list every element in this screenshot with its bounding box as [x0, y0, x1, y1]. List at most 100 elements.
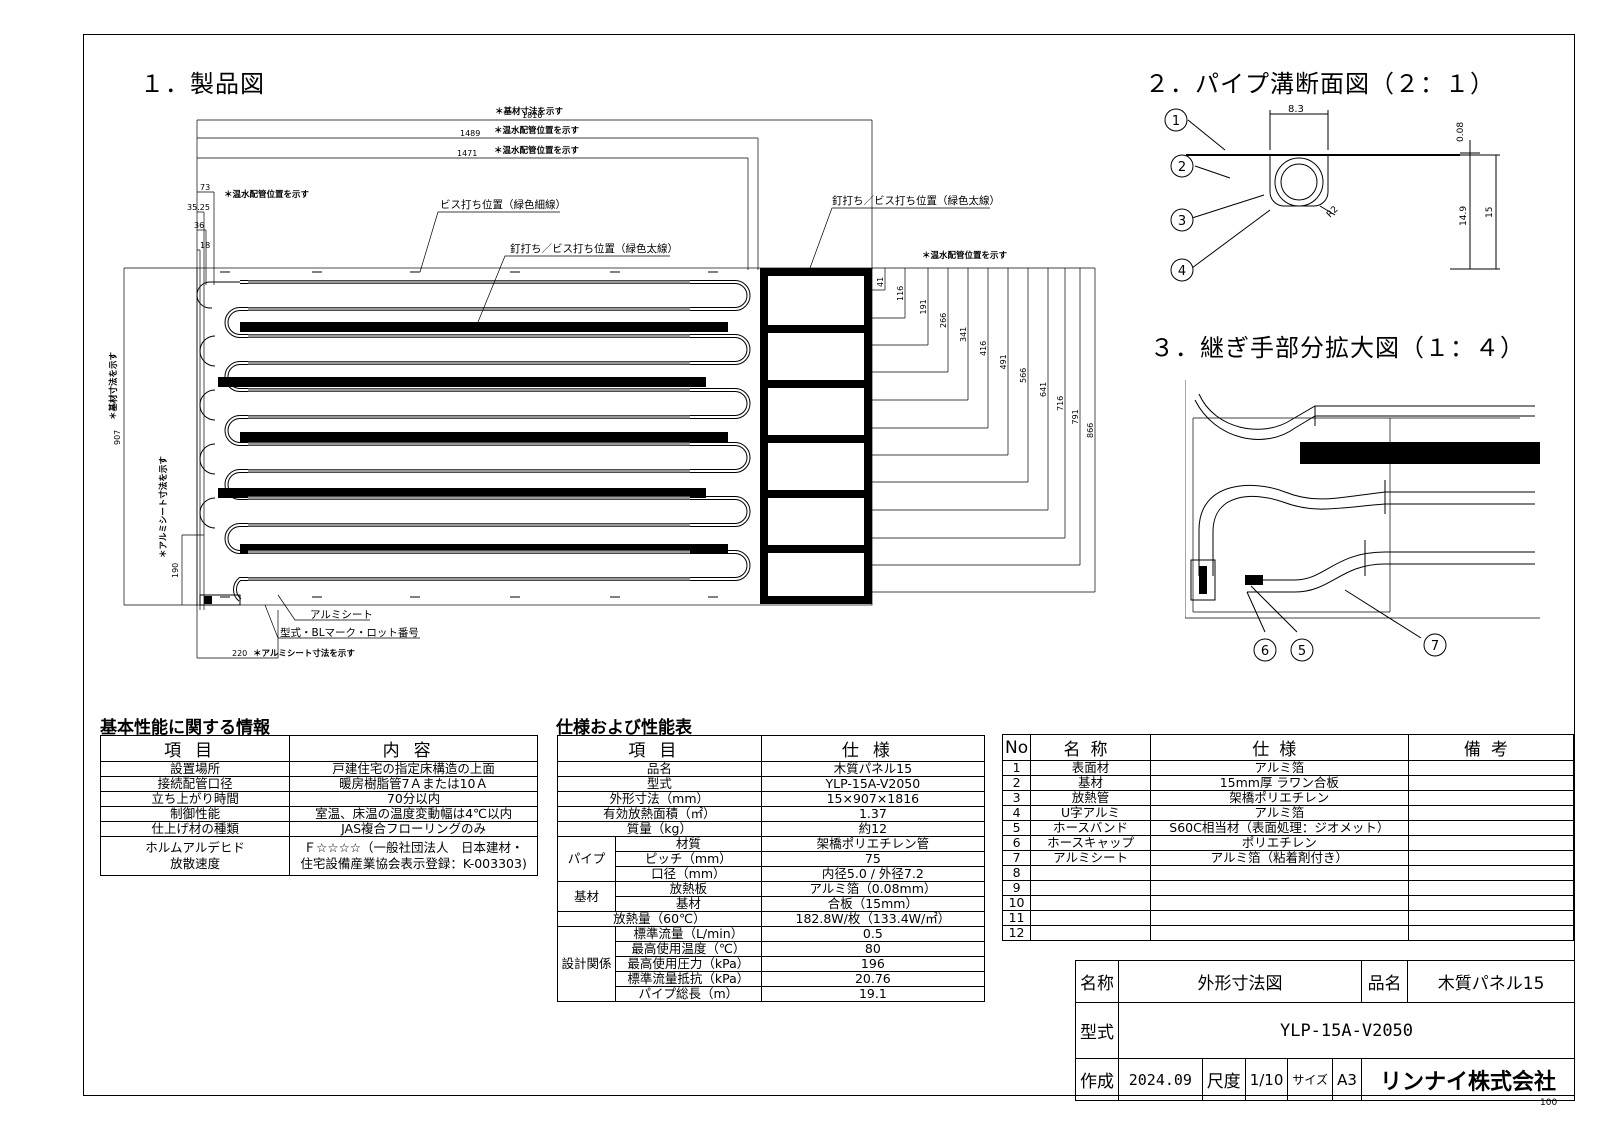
table-row: 最高使用温度（℃）80	[558, 941, 986, 957]
table-row: パイプ総長（m）19.1	[558, 986, 986, 1002]
dim-right-191: 191	[919, 299, 928, 314]
dim-190: 190	[171, 563, 180, 578]
pipe-dim-radius: R2	[1325, 205, 1341, 221]
title-product-value: 木質パネル15	[1407, 960, 1575, 1003]
table-row: 質量（kg）約12	[557, 821, 986, 837]
title-product-label: 品名	[1360, 960, 1409, 1003]
dim-right-866: 866	[1086, 423, 1095, 438]
product-drawing: 1816 ＊基材寸法を示す 1489 ＊温水配管位置を示す 1471 ＊温水配管…	[108, 106, 1096, 659]
title-type-value: YLP-15A-V2050	[1118, 1002, 1575, 1059]
callout-4: 4	[1178, 264, 1186, 279]
dim-35-25: 35.25	[187, 203, 210, 212]
table-row: 最高使用圧力（kPa）196	[558, 956, 986, 972]
dim-190-note: ＊アルミシート寸法を示す	[158, 456, 169, 558]
dim-73: 73	[200, 183, 210, 192]
callout-3: 3	[1178, 214, 1186, 229]
label-type-mark: 型式・BLマーク・ロット番号	[280, 626, 419, 639]
dim-right-791: 791	[1071, 409, 1080, 424]
dim-right-716: 716	[1056, 396, 1065, 411]
table-row: 接続配管口径暖房樹脂管7Ａまたは10Ａ	[99, 776, 538, 792]
basic-perf-title: 基本性能に関する情報	[100, 718, 270, 738]
dim-right-416: 416	[979, 341, 988, 356]
dim-right-566: 566	[1019, 368, 1028, 383]
title-type-label: 型式	[1075, 1002, 1119, 1059]
dim-right-266: 266	[939, 313, 948, 328]
basic-perf-header-item: 項目	[99, 735, 291, 762]
table-row: 12	[1001, 925, 1575, 941]
label-nail-thick-right: 釘打ち／ビス打ち位置（緑色太線）	[832, 194, 1000, 207]
callout-6: 6	[1261, 644, 1269, 659]
title-size-value: A3	[1332, 1058, 1362, 1101]
dim-18: 18	[200, 241, 210, 250]
title-scale-label: 尺度	[1201, 1058, 1246, 1101]
dim-right-491: 491	[999, 354, 1008, 369]
corner-number: 100	[1540, 1098, 1558, 1108]
title-name-value: 外形寸法図	[1118, 960, 1362, 1003]
dim-1816-note: ＊基材寸法を示す	[495, 106, 564, 117]
title-made-label: 作成	[1075, 1058, 1119, 1101]
section-title-product: １．製品図	[140, 70, 265, 98]
spec-title: 仕様および性能表	[556, 718, 692, 738]
table-row: 基材放熱板アルミ箔（0.08mm）	[557, 881, 986, 912]
parts-header-remarks: 備考	[1407, 734, 1575, 761]
table-row: 制御性能室温、床温の温度変動幅は4℃以内	[99, 806, 538, 822]
spec-header-spec: 仕様	[760, 735, 986, 762]
table-row: 設計関係標準流量（L/min）0.5	[557, 926, 986, 1002]
callout-1: 1	[1172, 114, 1180, 129]
title-name-label: 名称	[1075, 960, 1119, 1003]
dim-right-641: 641	[1039, 382, 1048, 397]
dim-907-note: ＊基材寸法を示す	[108, 351, 119, 420]
dim-1489-note: ＊温水配管位置を示す	[494, 125, 580, 136]
drawing-frame	[83, 34, 1575, 1096]
dim-1471: 1471	[457, 149, 477, 158]
title-made-value: 2024.09	[1118, 1058, 1203, 1101]
parts-header-name: 名称	[1030, 734, 1151, 761]
dim-220: 220	[232, 649, 247, 658]
parts-header-no: No	[1001, 734, 1032, 761]
dim-right-116: 116	[896, 286, 905, 301]
table-row: 口径（mm）内径5.0 / 外径7.2	[558, 866, 986, 882]
dim-907: 907	[113, 430, 122, 445]
pipe-dim-width: 8.3	[1288, 104, 1304, 115]
title-block: 名称 外形寸法図 品名 木質パネル15 型式 YLP-15A-V2050 作成 …	[1075, 960, 1576, 1101]
table-row: パイプ材質架橋ポリエチレン管	[557, 836, 986, 882]
basic-perf-table: 項目内容 設置場所戸建住宅の指定床構造の上面 接続配管口径暖房樹脂管7Ａまたは1…	[99, 735, 538, 876]
table-row: 有効放熱面積（㎡）1.37	[557, 806, 986, 822]
callout-2: 2	[1178, 160, 1186, 175]
table-row: 標準流量抵抗（kPa）20.76	[558, 971, 986, 987]
table-row: 設置場所戸建住宅の指定床構造の上面	[99, 761, 538, 777]
dim-1816: 1816	[522, 111, 542, 120]
dim-73-note: ＊温水配管位置を示す	[224, 189, 310, 200]
callout-5: 5	[1298, 644, 1306, 659]
pipe-dim-top: 0.08	[1456, 122, 1466, 142]
dim-right-41: 41	[876, 277, 885, 287]
pipe-cross-section: 1 2 3 4 8.3 0.08 14.9 15 R2	[1164, 104, 1500, 282]
basic-perf-header-content: 内容	[289, 735, 538, 762]
dim-220-note: ＊アルミシート寸法を示す	[253, 648, 355, 659]
table-row: 外形寸法（mm）15×907×1816	[557, 791, 986, 807]
section-title-pipe: ２．パイプ溝断面図（２：１）	[1145, 70, 1495, 98]
table-row: 9	[1001, 880, 1575, 896]
company-name: リンナイ株式会社	[1360, 1058, 1576, 1101]
table-row: ホルムアルデヒド放散速度 Ｆ☆☆☆☆（一般社団法人 日本建材・住宅設備産業協会表…	[99, 836, 538, 876]
label-nail-thick: 釘打ち／ビス打ち位置（緑色太線）	[510, 242, 678, 255]
table-row: 品名木質パネル15	[557, 761, 986, 777]
title-size-label: サイズ	[1287, 1058, 1334, 1101]
dim-1471-note: ＊温水配管位置を示す	[494, 145, 580, 156]
table-row: 11	[1001, 910, 1575, 926]
section-title-joint: ３．継ぎ手部分拡大図（１：４）	[1150, 334, 1525, 362]
table-row: 10	[1001, 895, 1575, 911]
parts-header-spec: 仕様	[1149, 734, 1409, 761]
callout-7: 7	[1431, 639, 1439, 654]
pipe-dim-depth: 14.9	[1459, 206, 1469, 226]
